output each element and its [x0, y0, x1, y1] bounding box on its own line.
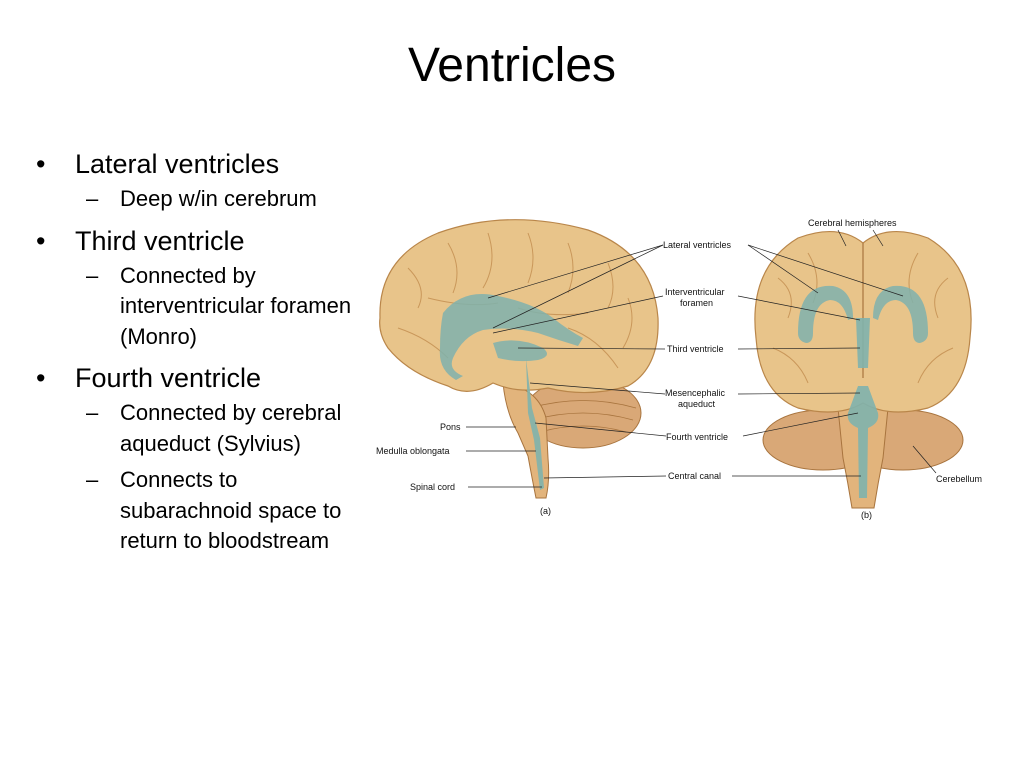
label-panel-a: (a) [540, 506, 551, 516]
bullet-text: Third ventricle [75, 225, 245, 256]
label-mesencephalic-1: Mesencephalic [665, 388, 726, 398]
sub-bullet-text: Connects to subarachnoid space to return… [120, 467, 342, 553]
leader-line [529, 382, 666, 395]
sub-bullet: – Deep w/in cerebrum [75, 184, 366, 215]
sub-bullet: – Connects to subarachnoid space to retu… [75, 465, 366, 557]
brainstem-shape [502, 382, 550, 499]
bullet-text: Fourth ventricle [75, 363, 262, 393]
fourth-ventricle-frontal [847, 386, 879, 498]
aqueduct-canal-side [526, 358, 544, 490]
leader-line [742, 412, 859, 437]
leader-line [534, 422, 667, 437]
label-central-canal: Central canal [668, 471, 721, 481]
lateral-ventricle-left [798, 285, 853, 343]
leader-line [737, 392, 861, 395]
bullet-text: Lateral ventricles [75, 149, 280, 179]
sub-bullet-text: Connected by interventricular foramen (M… [120, 262, 352, 349]
leader-line [837, 229, 847, 247]
lateral-view-brain [379, 219, 659, 499]
bullet-third-ventricle: • Third ventricle – Connected by interve… [36, 223, 366, 353]
label-panel-b: (b) [861, 510, 872, 520]
bullet-marker: • [36, 149, 46, 179]
leader-line [912, 445, 937, 474]
third-ventricle-frontal [856, 318, 870, 368]
lateral-ventricle-side [439, 294, 583, 380]
third-ventricle-side [493, 340, 547, 362]
label-pons: Pons [440, 422, 461, 432]
sub-list: – Deep w/in cerebrum [75, 184, 366, 215]
label-lateral-ventricles: Lateral ventricles [663, 240, 732, 250]
bullet-fourth-ventricle: • Fourth ventricle – Connected by cerebr… [36, 360, 366, 557]
frontal-view-brain [754, 230, 972, 509]
bullet-marker: • [36, 363, 46, 393]
leader-line [747, 244, 904, 297]
leader-line [543, 475, 667, 479]
label-spinal-cord: Spinal cord [410, 482, 455, 492]
leader-line [517, 347, 666, 350]
dash-marker: – [86, 262, 99, 288]
sub-bullet-text: Deep w/in cerebrum [120, 186, 317, 211]
leader-line [747, 244, 819, 294]
leader-line [737, 347, 861, 350]
label-cerebral-hemispheres: Cerebral hemispheres [808, 218, 897, 228]
brain-ventricles-figure: Cerebral hemispheres Lateral ventricles … [368, 208, 998, 528]
label-fourth-ventricle: Fourth ventricle [666, 432, 728, 442]
label-interventricular-1: Interventricular [665, 287, 725, 297]
brain-illustration: Cerebral hemispheres Lateral ventricles … [376, 218, 982, 520]
dash-marker: – [86, 400, 99, 425]
leader-line [737, 295, 861, 321]
sub-list: – Connected by interventricular foramen … [75, 261, 366, 353]
sub-bullet: – Connected by cerebral aqueduct (Sylviu… [75, 398, 366, 459]
label-interventricular-2: foramen [680, 298, 713, 308]
lateral-ventricle-right [873, 285, 928, 343]
label-cerebellum: Cerebellum [936, 474, 982, 484]
bullet-lateral-ventricles: • Lateral ventricles – Deep w/in cerebru… [36, 146, 366, 215]
leader-line [492, 244, 664, 329]
label-third-ventricle: Third ventricle [667, 344, 724, 354]
bullet-list: • Lateral ventricles – Deep w/in cerebru… [36, 140, 366, 565]
dash-marker: – [86, 467, 99, 492]
leader-line [872, 229, 884, 247]
sub-bullet-text: Connected by cerebral aqueduct (Sylvius) [120, 400, 342, 456]
leader-line [492, 295, 664, 334]
bullet-marker: • [36, 225, 46, 256]
slide-title: Ventricles [407, 39, 617, 92]
sub-bullet: – Connected by interventricular foramen … [75, 261, 366, 353]
label-mesencephalic-2: aqueduct [678, 399, 716, 409]
frontal-gyri [772, 252, 954, 384]
sub-list: – Connected by cerebral aqueduct (Sylviu… [75, 398, 366, 557]
label-medulla-oblongata: Medulla oblongata [376, 446, 450, 456]
dash-marker: – [86, 186, 99, 211]
leader-lines [466, 229, 937, 488]
leader-line [487, 244, 664, 299]
